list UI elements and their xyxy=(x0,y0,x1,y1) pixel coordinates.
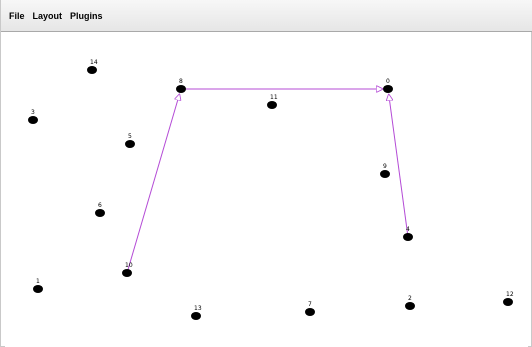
graph-node-0[interactable] xyxy=(383,85,393,93)
graph-node-13[interactable] xyxy=(191,312,201,320)
graph-node-label-3: 3 xyxy=(31,109,35,116)
graph-edge-10-8[interactable] xyxy=(126,94,179,274)
graph-node-9[interactable] xyxy=(380,170,390,178)
graph-node-4[interactable] xyxy=(403,233,413,241)
graph-node-11[interactable] xyxy=(267,101,277,109)
menu-file[interactable]: File xyxy=(9,10,25,21)
graph-node-2[interactable] xyxy=(405,302,415,310)
graph-node-7[interactable] xyxy=(305,308,315,316)
graph-node-label-9: 9 xyxy=(383,163,387,170)
graph-node-label-1: 1 xyxy=(36,278,40,285)
menu-plugins[interactable]: Plugins xyxy=(70,10,103,21)
graph-node-6[interactable] xyxy=(95,209,105,217)
graph-node-label-4: 4 xyxy=(406,226,410,233)
graph-node-label-13: 13 xyxy=(194,305,202,312)
graph-edge-4-0[interactable] xyxy=(389,94,409,238)
graph-node-label-2: 2 xyxy=(408,295,412,302)
graph-node-label-7: 7 xyxy=(308,301,312,308)
menu-layout[interactable]: Layout xyxy=(32,10,63,21)
graph-node-5[interactable] xyxy=(125,140,135,148)
graph-node-label-11: 11 xyxy=(270,94,278,101)
graph-node-label-8: 8 xyxy=(179,78,183,85)
graph-node-label-14: 14 xyxy=(90,59,98,66)
graph-node-10[interactable] xyxy=(122,269,132,277)
menu-bar: File Layout Plugins xyxy=(1,0,532,32)
graph-node-3[interactable] xyxy=(28,116,38,124)
graph-node-12[interactable] xyxy=(503,298,513,306)
graph-node-label-6: 6 xyxy=(98,202,102,209)
graph-node-14[interactable] xyxy=(87,66,97,74)
graph-node-1[interactable] xyxy=(33,285,43,293)
graph-node-label-5: 5 xyxy=(128,133,132,140)
graph-node-label-10: 10 xyxy=(125,262,133,269)
graph-node-8[interactable] xyxy=(176,85,186,93)
graph-node-label-12: 12 xyxy=(506,291,514,298)
graph-node-label-0: 0 xyxy=(386,78,390,85)
